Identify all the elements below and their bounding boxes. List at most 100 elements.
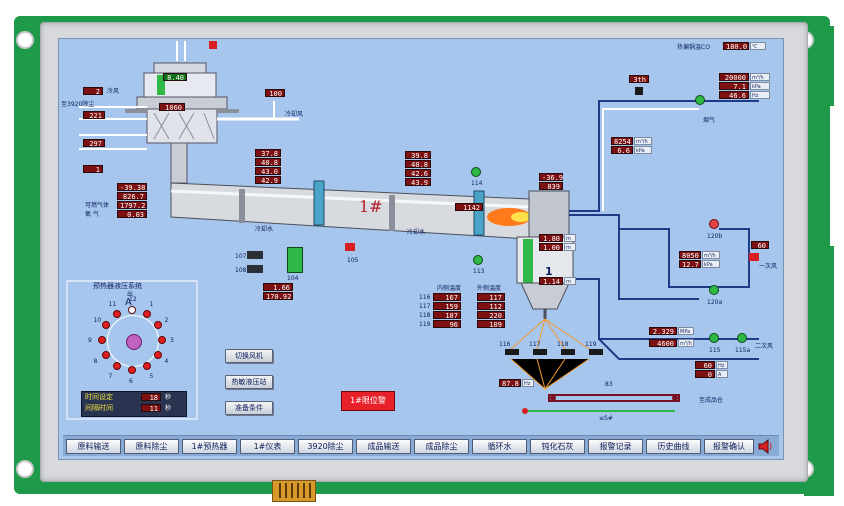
nav-circulating-water[interactable]: 循环水 — [472, 439, 527, 454]
row-id-118: 118 — [419, 312, 431, 319]
nav-history-curve[interactable]: 历史曲线 — [646, 439, 701, 454]
nozzle-valve-116-icon[interactable] — [505, 349, 519, 355]
kiln-upper-mid-2: 40.8 — [255, 158, 281, 167]
fan-top-valve-icon[interactable] — [635, 87, 643, 95]
pressure-valve-8-icon[interactable] — [102, 351, 111, 359]
pressure-number-8: 8 — [93, 357, 98, 365]
pressure-dial — [107, 315, 159, 367]
interval-label: 间隔时间 — [85, 404, 113, 412]
mount-hole-bl — [16, 460, 34, 478]
time-panel — [81, 391, 187, 417]
hmi-screen: 热偏锅温CO 180.0 ℃ — [58, 38, 784, 460]
pressure-number-4: 4 — [164, 357, 169, 365]
nozzle-valve-117-icon[interactable] — [533, 349, 547, 355]
nav-product-transport[interactable]: 成品输送 — [356, 439, 411, 454]
conveyor-sub-label: ≡S# — [599, 415, 613, 422]
nav-raw-dust[interactable]: 原料除尘 — [124, 439, 179, 454]
pressure-valve-5-icon[interactable] — [143, 361, 151, 370]
pressure-number-10: 10 — [93, 316, 102, 324]
secondary-air-label: 二次风 — [755, 343, 774, 350]
tower-right-value: 100 — [265, 89, 285, 98]
outer-value-3: 220 — [477, 311, 505, 320]
nav-product-dust[interactable]: 成品除尘 — [414, 439, 469, 454]
interval-value[interactable]: 11 — [141, 404, 161, 413]
time-set-value[interactable]: 18 — [141, 393, 161, 402]
pump-120a-icon[interactable] — [709, 285, 719, 295]
fan-115a-label: 115a — [735, 347, 751, 354]
pressure-center-label: A — [125, 297, 132, 308]
fan-115a-icon[interactable] — [737, 333, 747, 343]
nozzle-valve-118-icon[interactable] — [561, 349, 575, 355]
kiln-cooler-value: 1142 — [455, 203, 483, 212]
kiln-left-value-1: -39.38 — [117, 183, 147, 192]
cooling-water-right: 冷却水 — [407, 229, 426, 236]
pressure-valve-11-icon[interactable] — [113, 310, 121, 319]
nav-instrument[interactable]: 1#仪表 — [240, 439, 295, 454]
fpc-connector — [272, 480, 316, 502]
tower-left-value-2: 221 — [83, 111, 105, 120]
nozzle-label-117: 117 — [529, 341, 541, 348]
pressure-number-5: 5 — [149, 372, 154, 380]
pressure-valve-2-icon[interactable] — [153, 321, 162, 329]
fan-115-icon[interactable] — [709, 333, 719, 343]
valve-value: 87.8 — [499, 379, 521, 388]
hydraulic-station-button[interactable]: 热敏液压站 — [225, 375, 273, 389]
motor-105-label: 105 — [347, 257, 359, 264]
nav-raw-transport[interactable]: 原料输送 — [66, 439, 121, 454]
fan-unit-2: kPa — [750, 82, 770, 90]
switch-fan-button[interactable]: 切换风机 — [225, 349, 273, 363]
pressure-valve-9-icon[interactable] — [98, 336, 106, 344]
kiln-upper-mid-4: 42.9 — [255, 176, 281, 185]
pressure-number-2: 2 — [164, 316, 169, 324]
kiln-fan-114-icon[interactable] — [471, 167, 481, 177]
nav-preheater[interactable]: 1#预热器 — [182, 439, 237, 454]
kiln-upper-right-2: 40.8 — [405, 160, 431, 169]
pressure-top-label: 出 — [127, 291, 134, 298]
hydraulic-tank-icon — [287, 247, 303, 273]
primary-fan-icon[interactable] — [749, 253, 759, 261]
pressure-valve-12-icon[interactable] — [128, 306, 136, 314]
pump-120b-icon[interactable] — [709, 219, 719, 229]
motor-107-icon — [247, 251, 263, 259]
pressure-valve-1-icon[interactable] — [143, 310, 151, 319]
pressure-valve-7-icon[interactable] — [113, 361, 121, 370]
conveyor-label: 83 — [605, 381, 613, 388]
nav-3920-dust[interactable]: 3920除尘 — [298, 439, 353, 454]
nav-alarm-confirm[interactable]: 报警确认 — [704, 439, 754, 454]
pump-120a-label: 120a — [707, 299, 723, 306]
motor-105-icon — [345, 243, 355, 251]
motor-108-icon — [247, 265, 263, 273]
outer-value-2: 112 — [477, 302, 505, 311]
bottom-unit-2: m³/h — [678, 339, 694, 347]
row-id-117: 117 — [419, 303, 431, 310]
kiln-oxygen-label: 氧 气 — [85, 211, 99, 218]
cooler-value-2: 1.00 — [539, 243, 563, 252]
bottom-value-2: 4600 — [649, 339, 677, 348]
alarm-horn-icon[interactable] — [757, 438, 773, 455]
prepare-conditions-button[interactable]: 准备条件 — [225, 401, 273, 415]
fan-value-1: 20000 — [719, 73, 749, 82]
nozzle-label-118: 118 — [557, 341, 569, 348]
motor-104-label: 104 — [287, 275, 299, 282]
burner-value-1: -36.9 — [539, 173, 563, 182]
pressure-number-12: 12 — [129, 296, 137, 303]
mid-unit-1: m³/h — [634, 137, 652, 145]
pressure-valve-4-icon[interactable] — [153, 351, 162, 359]
pressure-valve-6-icon[interactable] — [128, 366, 136, 374]
exhaust-fan-icon[interactable] — [695, 95, 705, 105]
furnace-co-label: 热偏锅温CO — [677, 44, 710, 51]
nav-alarm-record[interactable]: 报警记录 — [588, 439, 643, 454]
limit-alarm-indicator[interactable]: 1#限位警 — [341, 391, 395, 411]
interval-unit: 秒 — [165, 405, 172, 412]
flue-gas-label: 烟气 — [703, 117, 716, 124]
pressure-valve-10-icon[interactable] — [102, 321, 111, 329]
small-value-2: 0 — [695, 370, 715, 379]
nav-passivated-lime[interactable]: 钝化石灰 — [530, 439, 585, 454]
nozzle-valve-119-icon[interactable] — [589, 349, 603, 355]
pressure-valve-3-icon[interactable] — [158, 336, 166, 344]
kiln-upper-mid-3: 43.0 — [255, 167, 281, 176]
fan-113-icon[interactable] — [473, 255, 483, 265]
bottom-unit-1: MPa — [678, 327, 694, 335]
kiln-left-value-3: 1797.2 — [117, 201, 147, 210]
bottom-value-1: 2.329 — [649, 327, 677, 336]
